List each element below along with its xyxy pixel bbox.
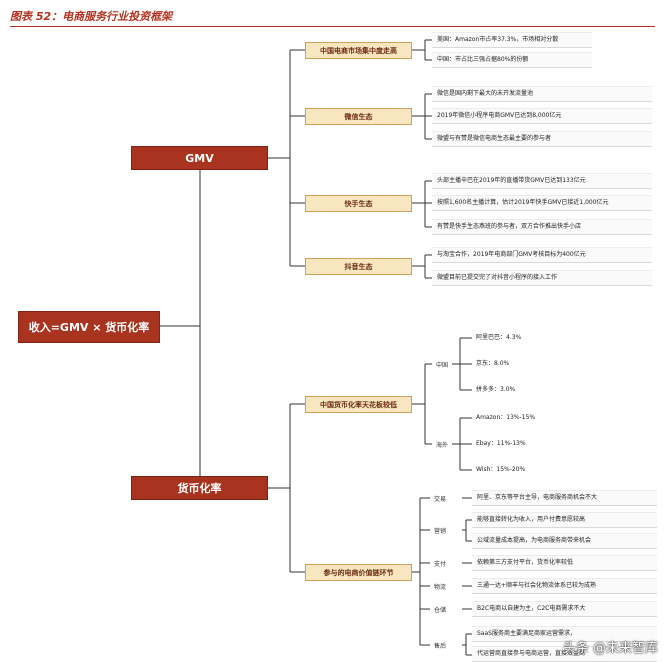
- gmv-branch-douyin: 抖音生态: [305, 258, 412, 275]
- leaf-item: 三通一达+顺丰与社会化物流体系已较为成熟: [472, 578, 657, 594]
- leaf-item: 京东：8.0%: [476, 360, 510, 367]
- group-label: 仓储: [434, 607, 447, 614]
- leaf-item: 美国：Amazon市占率37.3%，市场相对分散: [432, 32, 592, 48]
- group-label: 营销: [434, 528, 447, 535]
- leaf-item: 依赖第三方支付平台，货币化率较低: [472, 555, 657, 571]
- monetization-branch-valuechain: 参与的电商价值链环节: [305, 564, 412, 581]
- leaf-item: 拼多多：3.0%: [476, 386, 516, 393]
- group-label: 海外: [436, 442, 449, 449]
- group-label: 中国: [436, 362, 449, 369]
- leaf-item: 微信是国内剩下最大的未开发流量池: [432, 86, 652, 102]
- watermark: 头条 @未来智库: [562, 641, 658, 656]
- monetization-branch-ceiling: 中国货币化率天花板较低: [305, 396, 412, 413]
- leaf-item: 公域流量成本提高，为电商服务商带来机会: [472, 533, 657, 549]
- leaf-item: 微盟目前已提交完了对抖音小程序的接入工作: [432, 270, 652, 286]
- leaf-item: 有赞是快手生态燕班的参与者，双方合作推出快手小店: [432, 219, 652, 235]
- title-rule: [10, 26, 655, 27]
- group-label: 物流: [434, 584, 447, 591]
- leaf-item: 按照1,600名主播计算，估计2019年快手GMV已接近1,000亿元: [432, 195, 652, 211]
- group-label: 交易: [434, 496, 447, 503]
- leaf-item: 与淘宝合作，2019年电商部门GMV考核目标为400亿元: [432, 247, 652, 263]
- root-node: 收入=GMV × 货币化率: [18, 311, 160, 343]
- leaf-item: SaaS服务商主要满足商家运营需求，: [472, 626, 657, 642]
- gmv-branch-kuaishou: 快手生态: [305, 195, 412, 212]
- gmv-branch-wechat: 微信生态: [305, 108, 412, 125]
- leaf-item: 2019年微信小程序电商GMV已达到8,000亿元: [432, 108, 652, 124]
- leaf-item: 微盟与有赞是微信电商生态最主要的参与者: [432, 131, 652, 147]
- gmv-branch-concentration: 中国电商市场集中度走高: [305, 42, 412, 59]
- leaf-item: B2C电商以自建为主，C2C电商需求不大: [472, 601, 657, 617]
- gmv-node: GMV: [131, 146, 268, 170]
- leaf-item: 阿里、京东等平台主导，电商服务商机会不大: [472, 490, 657, 506]
- leaf-item: Ebay：11%-13%: [476, 440, 526, 447]
- monetization-node: 货币化率: [131, 476, 268, 500]
- leaf-item: Wish：15%-20%: [476, 466, 526, 473]
- leaf-item: 头部主播辛巴在2019年的直播带货GMV已达到133亿元: [432, 173, 652, 189]
- group-label: 售后: [434, 643, 447, 650]
- leaf-item: 能够直接转化为收入，用户付费意愿较高: [472, 512, 657, 528]
- figure-title: 图表 52：电商服务行业投资框架: [10, 10, 173, 23]
- leaf-item: Amazon：13%-15%: [476, 414, 536, 421]
- group-label: 支付: [434, 561, 447, 568]
- leaf-item: 阿里巴巴：4.3%: [476, 334, 522, 341]
- leaf-item: 中国：市占比三强占据80%的份额: [432, 52, 592, 68]
